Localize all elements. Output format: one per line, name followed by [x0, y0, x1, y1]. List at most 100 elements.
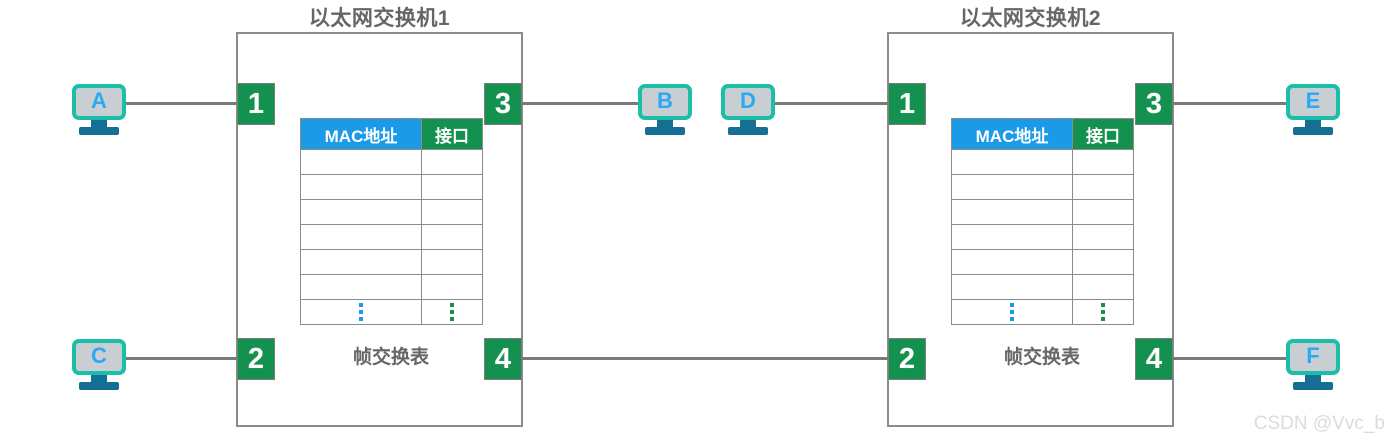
- table-header-port: 接口: [1072, 118, 1134, 150]
- switch-1-title: 以太网交换机1: [308, 7, 451, 30]
- link-switch2-port3-to-host-e: [1172, 102, 1287, 105]
- host-label: D: [740, 88, 756, 113]
- table-row: [300, 249, 483, 275]
- switch-1-port-4[interactable]: 4: [484, 338, 522, 380]
- table-cell-mac: [300, 199, 422, 225]
- table-cell-mac-ellipsis: [951, 299, 1073, 325]
- link-switch2-port4-to-host-f: [1172, 357, 1287, 360]
- monitor-icon: [721, 84, 775, 120]
- table-cell-port: [1072, 274, 1134, 300]
- switch-1-mac-table: MAC地址 接口: [300, 118, 483, 325]
- switch-2-port-1[interactable]: 1: [888, 83, 926, 125]
- host-d[interactable]: D: [721, 84, 775, 136]
- table-cell-port: [1072, 224, 1134, 250]
- switch-1-table-caption: 帧交换表: [352, 347, 429, 368]
- table-row-ellipsis: [300, 299, 483, 325]
- host-label: E: [1305, 88, 1321, 113]
- vertical-ellipsis-icon: [422, 300, 482, 324]
- table-row: [300, 199, 483, 225]
- watermark: CSDN @Vvc_b: [1253, 413, 1385, 434]
- table-header-mac: MAC地址: [951, 118, 1073, 150]
- monitor-neck: [657, 120, 673, 127]
- monitor-base: [79, 382, 119, 390]
- switch-2-port-2[interactable]: 2: [888, 338, 926, 380]
- monitor-icon: [1286, 84, 1340, 120]
- link-host-c-to-switch1-port2: [126, 357, 238, 360]
- switch-1-port-3[interactable]: 3: [484, 83, 522, 125]
- host-b[interactable]: B: [638, 84, 692, 136]
- table-row: [300, 174, 483, 200]
- vertical-ellipsis-icon: [301, 300, 421, 324]
- table-header-port: 接口: [421, 118, 483, 150]
- monitor-neck: [91, 120, 107, 127]
- table-cell-port: [421, 149, 483, 175]
- table-cell-mac: [951, 274, 1073, 300]
- table-row: [951, 274, 1134, 300]
- table-cell-port: [421, 249, 483, 275]
- table-cell-mac: [951, 174, 1073, 200]
- table-cell-port: [1072, 174, 1134, 200]
- table-row: [300, 274, 483, 300]
- monitor-base: [79, 127, 119, 135]
- table-cell-port-ellipsis: [421, 299, 483, 325]
- host-label: A: [91, 88, 107, 113]
- switch-2-mac-table: MAC地址 接口: [951, 118, 1134, 325]
- table-cell-port-ellipsis: [1072, 299, 1134, 325]
- link-switch1-port4-to-switch2-port2: [521, 357, 889, 360]
- monitor-neck: [740, 120, 756, 127]
- switch-2-port-3[interactable]: 3: [1135, 83, 1173, 125]
- table-cell-mac: [300, 224, 422, 250]
- table-cell-mac: [951, 199, 1073, 225]
- monitor-base: [1293, 382, 1333, 390]
- vertical-ellipsis-icon: [952, 300, 1072, 324]
- table-row: [951, 249, 1134, 275]
- host-e[interactable]: E: [1286, 84, 1340, 136]
- monitor-icon: [1286, 339, 1340, 375]
- switch-1-port-2[interactable]: 2: [237, 338, 275, 380]
- table-cell-port: [421, 199, 483, 225]
- table-row: [951, 149, 1134, 175]
- host-label: F: [1306, 343, 1320, 368]
- switch-1-frame-table: MAC地址 接口: [300, 118, 483, 325]
- table-cell-mac: [300, 149, 422, 175]
- table-cell-mac: [951, 249, 1073, 275]
- host-label: C: [91, 343, 107, 368]
- table-row: [300, 149, 483, 175]
- link-host-d-to-switch2-port1: [775, 102, 889, 105]
- table-cell-port: [1072, 249, 1134, 275]
- host-f[interactable]: F: [1286, 339, 1340, 391]
- table-cell-mac: [951, 224, 1073, 250]
- monitor-icon: [72, 339, 126, 375]
- switch-2-title: 以太网交换机2: [959, 7, 1102, 30]
- monitor-base: [1293, 127, 1333, 135]
- table-cell-port: [421, 274, 483, 300]
- host-c[interactable]: C: [72, 339, 126, 391]
- table-cell-mac: [300, 249, 422, 275]
- table-header-mac: MAC地址: [300, 118, 422, 150]
- table-header-row: MAC地址 接口: [300, 118, 483, 150]
- table-row: [300, 224, 483, 250]
- table-cell-port: [421, 174, 483, 200]
- host-a[interactable]: A: [72, 84, 126, 136]
- table-cell-port: [1072, 199, 1134, 225]
- monitor-neck: [1305, 120, 1321, 127]
- table-row: [951, 199, 1134, 225]
- monitor-base: [645, 127, 685, 135]
- switch-2-port-4[interactable]: 4: [1135, 338, 1173, 380]
- table-cell-mac-ellipsis: [300, 299, 422, 325]
- monitor-neck: [91, 375, 107, 382]
- monitor-base: [728, 127, 768, 135]
- monitor-icon: [638, 84, 692, 120]
- link-host-a-to-switch1-port1: [126, 102, 238, 105]
- switch-1-port-1[interactable]: 1: [237, 83, 275, 125]
- table-row: [951, 224, 1134, 250]
- table-cell-port: [1072, 149, 1134, 175]
- switch-2-frame-table: MAC地址 接口: [951, 118, 1134, 325]
- table-row: [951, 174, 1134, 200]
- host-label: B: [657, 88, 673, 113]
- table-header-row: MAC地址 接口: [951, 118, 1134, 150]
- switch-2-table-caption: 帧交换表: [1003, 347, 1080, 368]
- link-switch1-port3-to-host-b: [521, 102, 639, 105]
- table-row-ellipsis: [951, 299, 1134, 325]
- table-cell-mac: [300, 274, 422, 300]
